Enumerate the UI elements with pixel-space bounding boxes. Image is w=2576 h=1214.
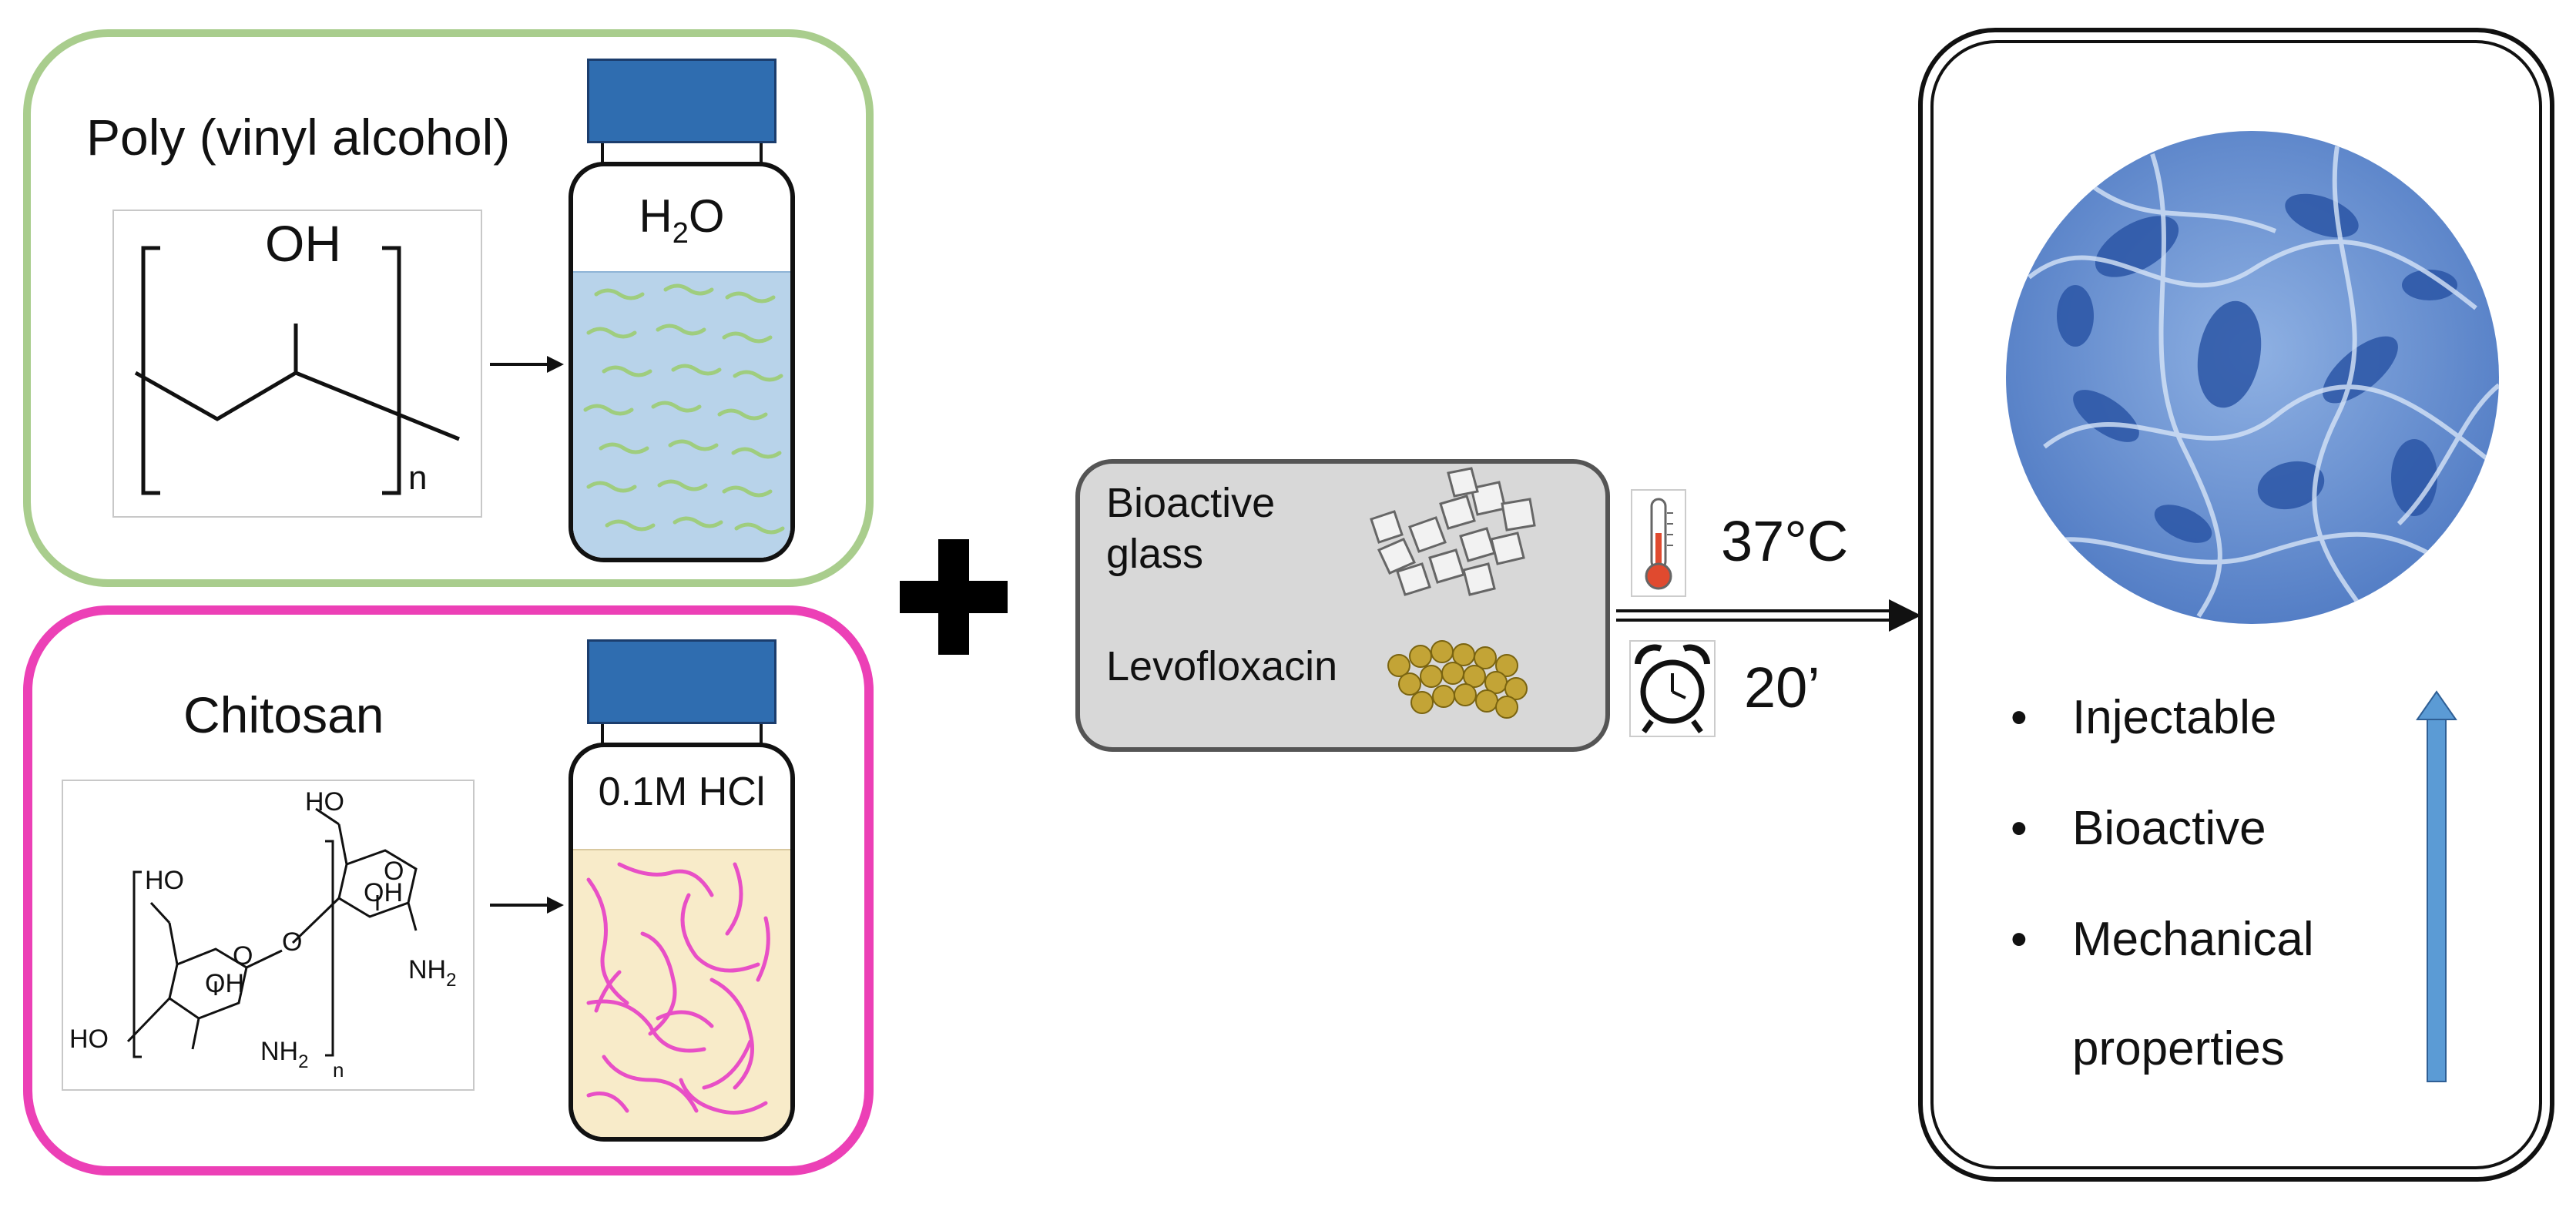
- levofloxacin-label: Levofloxacin: [1106, 643, 1338, 689]
- pva-to-vial-arrow: [490, 356, 564, 373]
- chitosan-vial-cap: [587, 639, 776, 724]
- chitosan-title: Chitosan: [183, 686, 384, 743]
- pva-panel: [23, 29, 874, 587]
- chitosan-ho-top: HO: [305, 787, 344, 817]
- chitosan-vial-label: 0.1M HCl: [598, 770, 766, 814]
- pva-solution: [573, 271, 790, 558]
- chitosan-nh2-right: NH2: [408, 955, 457, 991]
- result-panel: [1918, 28, 2554, 1182]
- thermometer-icon: [1631, 489, 1686, 597]
- pva-oh-label: OH: [265, 215, 341, 272]
- chitosan-o-bridge: O: [282, 927, 303, 957]
- chitosan-nh2-bottom: NH2: [260, 1037, 309, 1072]
- chitosan-n-label: n: [333, 1058, 344, 1082]
- hydrogel-sem-image: [2006, 131, 2499, 624]
- property-bioactive: •Bioactive: [2011, 802, 2266, 855]
- property-mechanical-continuation: properties: [2072, 1022, 2285, 1075]
- chitosan-to-vial-arrow: [490, 897, 564, 914]
- pva-vial-cap: [587, 59, 776, 143]
- pva-n-label: n: [408, 459, 428, 497]
- pva-structure-box: [112, 210, 482, 518]
- chitosan-polymer-strands: [586, 862, 770, 1115]
- chitosan-ho-bottom: HO: [69, 1025, 109, 1054]
- chitosan-oh-low: OH: [205, 969, 244, 998]
- levofloxacin-icon: [1387, 640, 1528, 719]
- chitosan-structure: [126, 807, 418, 1058]
- property-mechanical: •Mechanical: [2011, 913, 2314, 966]
- chitosan-oh-mid: OH: [364, 878, 403, 907]
- result-panel-inner-border: [1930, 40, 2542, 1169]
- pva-title: Poly (vinyl alcohol): [86, 109, 511, 166]
- chitosan-vial: 0.1M HCl: [569, 743, 795, 1142]
- bioactive-glass-icon: [1370, 467, 1536, 596]
- plus-icon: [900, 539, 1008, 655]
- pva-vial-neck: [601, 143, 763, 165]
- chitosan-ho-left: HO: [145, 866, 184, 895]
- chitosan-o-ring2: O: [384, 857, 404, 886]
- pva-vial: H2O: [569, 162, 795, 562]
- increase-arrow-icon: [2416, 690, 2457, 1082]
- alarm-clock-icon: [1629, 640, 1716, 737]
- property-injectable: •Injectable: [2011, 691, 2277, 744]
- time-label: 20’: [1744, 656, 1820, 719]
- pva-polymer-strands: [583, 283, 785, 535]
- reaction-arrow: [1616, 599, 1921, 632]
- chitosan-panel: [23, 605, 874, 1175]
- pva-structure: [134, 246, 460, 495]
- chitosan-o-ring1: O: [233, 941, 253, 971]
- pva-vial-label: H2O: [639, 190, 725, 250]
- temperature-label: 37°C: [1721, 509, 1849, 573]
